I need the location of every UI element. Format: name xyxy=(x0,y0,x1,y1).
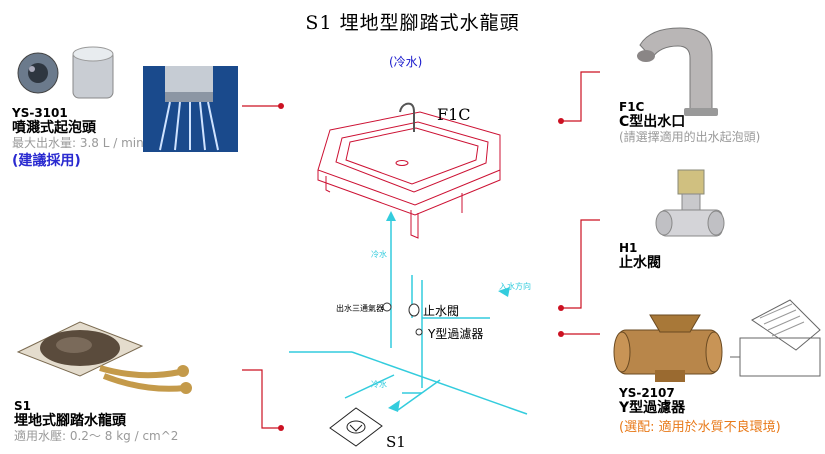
strainer-name: Y型過濾器 xyxy=(619,400,686,416)
pedal-code: S1 xyxy=(14,399,31,413)
cold-water-label-2: 冷水 xyxy=(371,380,387,389)
pedal-info: S1 埋地式腳踏水龍頭 適用水壓: 0.2～ 8 kg / cm^2 xyxy=(14,399,178,443)
elbow-label: 出水三通氣器 xyxy=(336,304,384,313)
flow-arrow-left xyxy=(498,287,510,297)
strainer-code: YS-2107 xyxy=(619,386,675,400)
f1c-diagram-label: F1C xyxy=(437,105,471,124)
valve-symbols xyxy=(382,302,423,336)
spout-info: F1C C型出水口 (請選擇適用的出水起泡頭) xyxy=(619,100,760,144)
connector-dot-valve xyxy=(558,305,564,311)
page-title: S1 埋地型腳踏式水龍頭 xyxy=(305,12,520,34)
spout-photo xyxy=(637,27,718,116)
valve-code: H1 xyxy=(619,241,638,255)
valve-info: H1 止水閥 xyxy=(619,241,661,271)
aerator-note: (建議採用) xyxy=(12,153,81,169)
stop-valve-symbol xyxy=(408,303,420,317)
water-stream-photo xyxy=(143,66,238,152)
s1-diagram-label: S1 xyxy=(386,433,406,451)
connector-lines xyxy=(242,71,600,429)
connector-spout xyxy=(562,71,600,122)
inlet-direction-label: 入水方向 xyxy=(499,282,531,291)
valve-name: 止水閥 xyxy=(619,255,661,271)
aerator-info: YS-3101 噴濺式起泡頭 最大出水量: 3.8 L / min (建議採用) xyxy=(12,106,144,170)
spout-code: F1C xyxy=(619,100,645,114)
connector-dot-spout xyxy=(558,118,564,124)
strainer-photo xyxy=(613,314,723,382)
stop-valve-diagram-label: 止水閥 xyxy=(423,304,460,318)
connector-valve xyxy=(562,219,600,309)
elbow-symbol xyxy=(382,302,392,312)
aerator-name: 噴濺式起泡頭 xyxy=(12,120,96,136)
aerator-code: YS-3101 xyxy=(12,106,68,120)
spout-name: C型出水口 xyxy=(619,114,686,130)
pedal-plate-drawing xyxy=(329,407,383,447)
filter-symbol xyxy=(415,328,423,336)
sink-drawing xyxy=(317,111,501,239)
subtitle: (冷水) xyxy=(389,55,423,69)
pedal-name: 埋地式腳踏水龍頭 xyxy=(14,413,126,429)
stop-valve-photo xyxy=(655,169,725,237)
connector-dot-aerator xyxy=(278,103,284,109)
strainer-info: YS-2107 Y型過濾器 (選配: 適用於水質不良環境) xyxy=(619,386,781,435)
pedal-photo xyxy=(16,321,192,394)
aerator-photo xyxy=(17,46,114,99)
flow-arrow-up xyxy=(386,211,396,221)
connector-dot-pedal xyxy=(278,425,284,431)
strainer-note: (選配: 適用於水質不良環境) xyxy=(619,420,781,435)
connector-dot-strainer xyxy=(558,331,564,337)
pipe-lines xyxy=(289,215,528,415)
flow-arrow-down xyxy=(388,400,400,412)
cold-water-label-1: 冷水 xyxy=(371,250,387,259)
aerator-spec: 最大出水量: 3.8 L / min xyxy=(12,136,144,150)
spout-note: (請選擇適用的出水起泡頭) xyxy=(619,130,761,144)
strainer-cutaway-drawing xyxy=(730,299,821,377)
f1c-spout-drawing xyxy=(399,102,415,132)
connector-pedal xyxy=(242,369,280,429)
y-filter-diagram-label: Y型過濾器 xyxy=(428,327,484,341)
pedal-spec: 適用水壓: 0.2～ 8 kg / cm^2 xyxy=(14,429,179,443)
